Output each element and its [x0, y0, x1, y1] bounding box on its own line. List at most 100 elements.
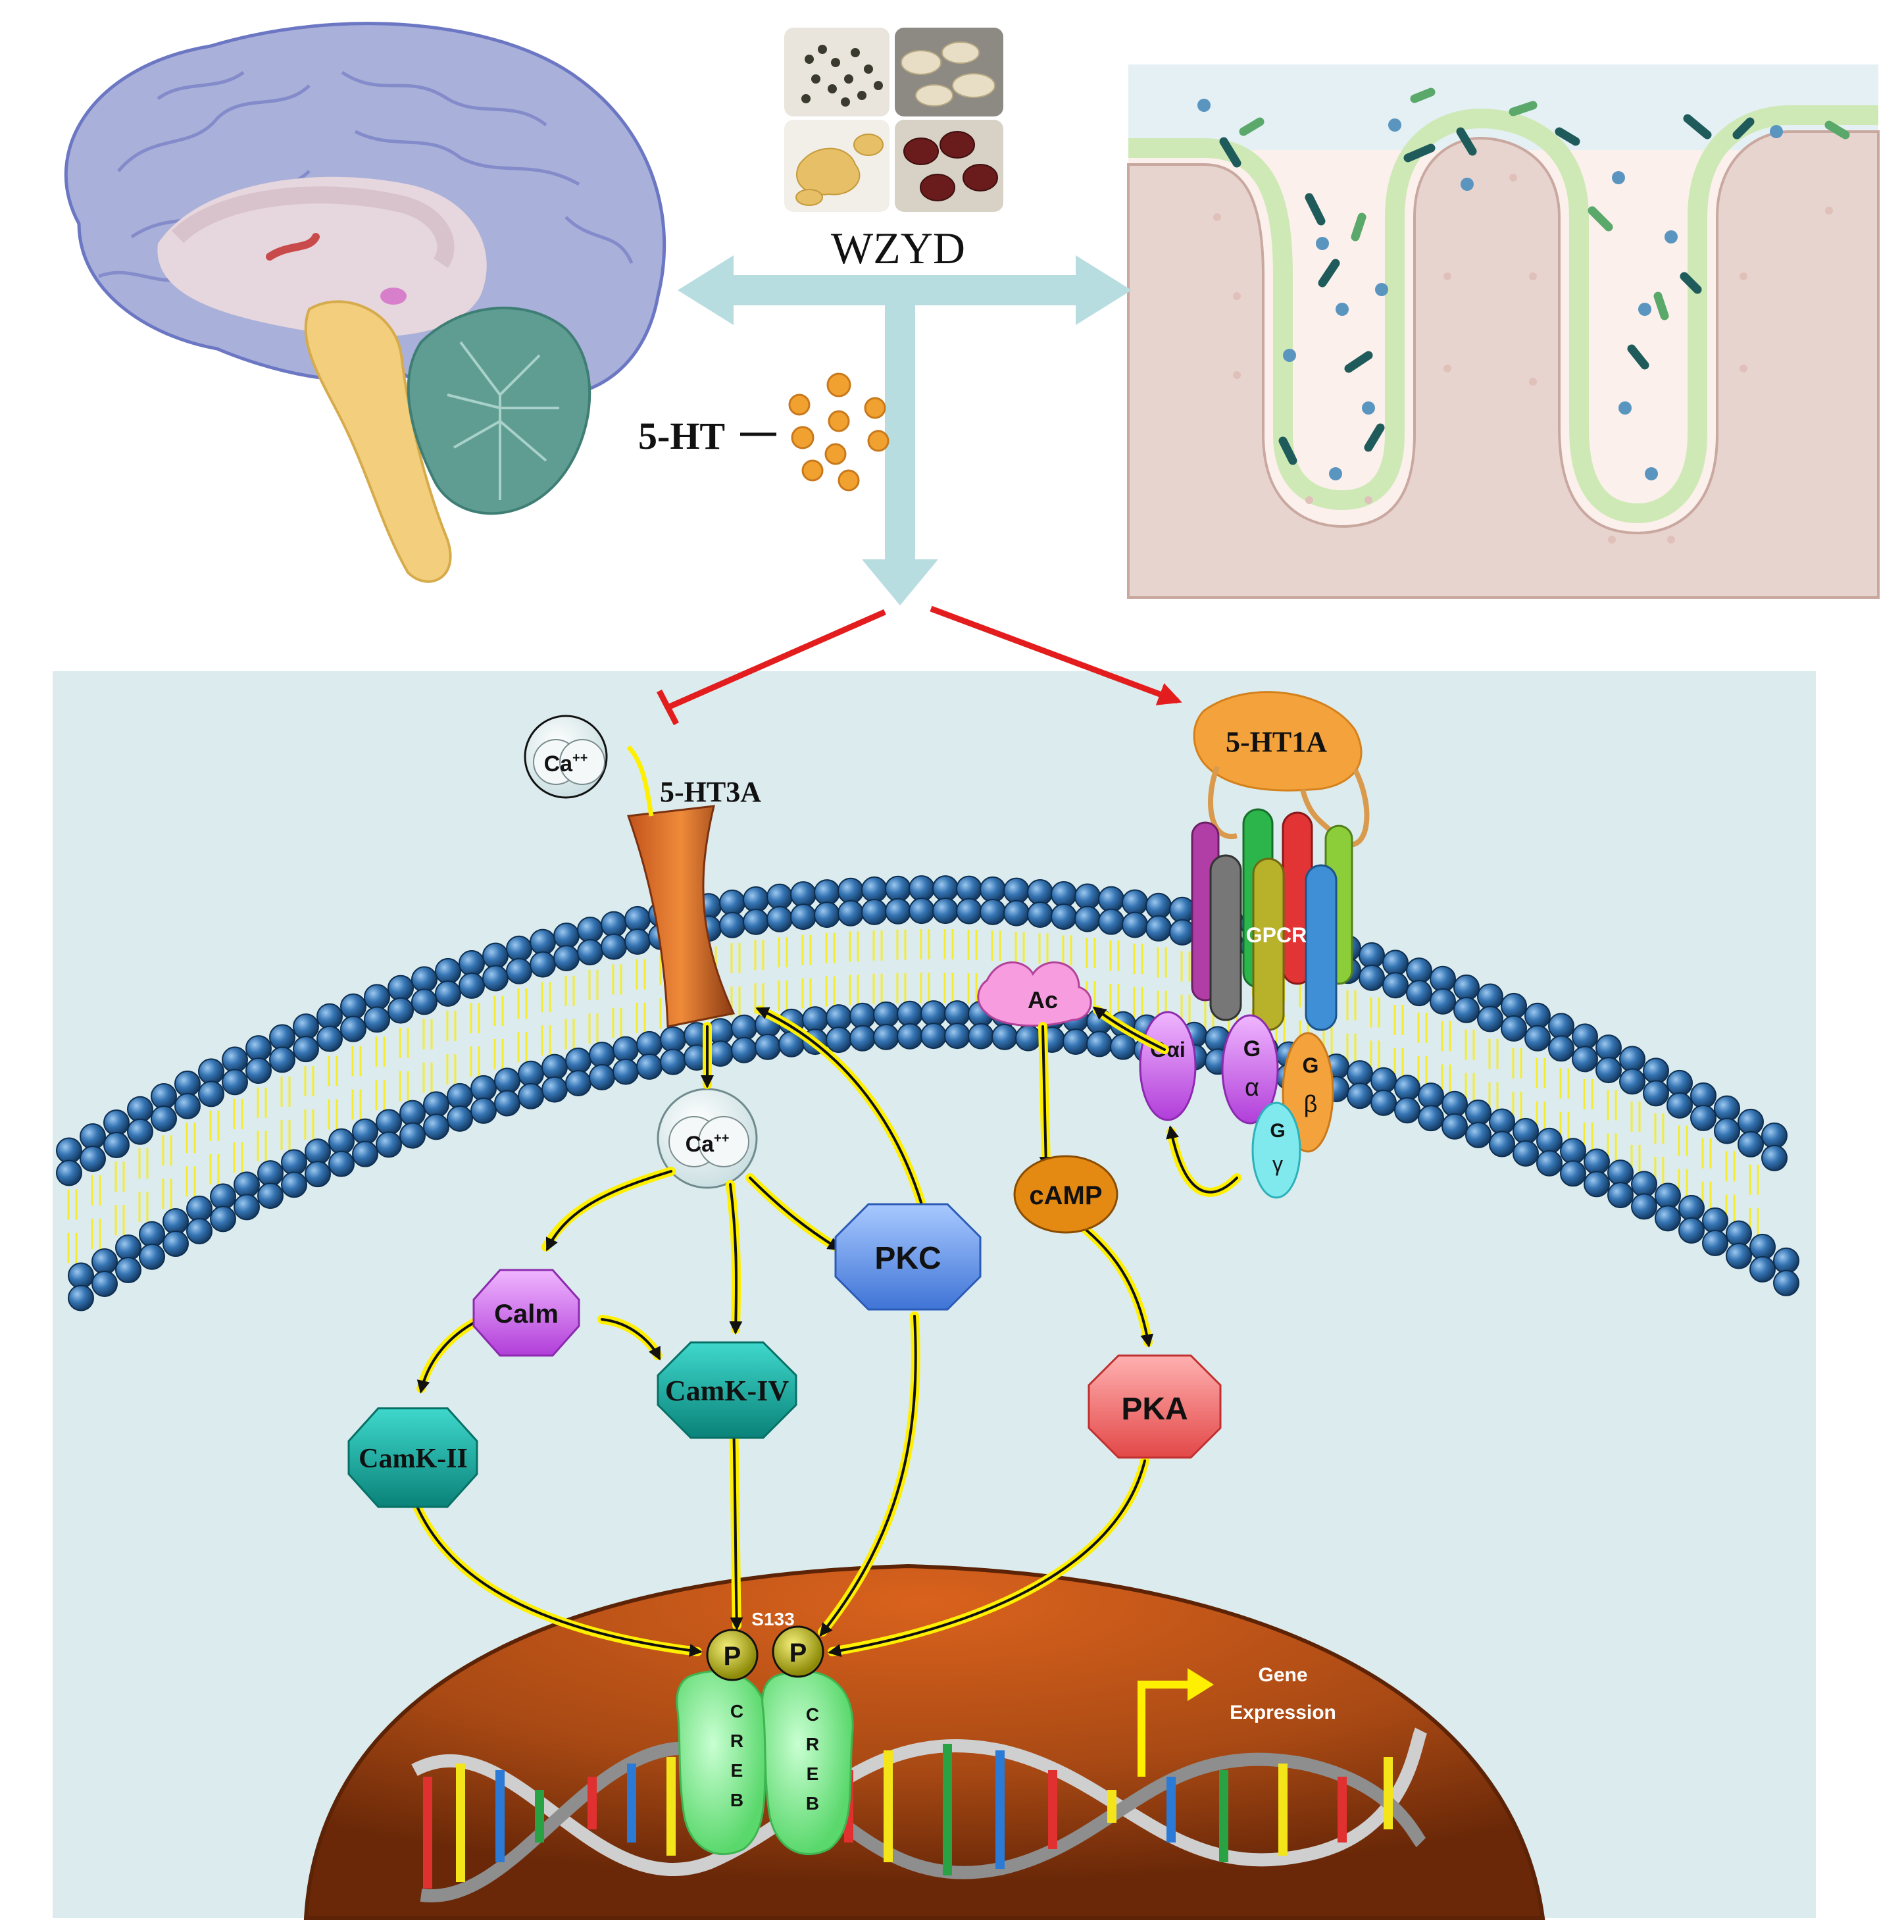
phospholipid-head — [1572, 1023, 1598, 1050]
creb-right-c: C — [806, 1704, 819, 1725]
phospholipid-head — [459, 972, 485, 999]
phospholipid-head — [1027, 901, 1053, 928]
phospholipid-head — [1678, 1217, 1705, 1244]
phospholipid-head — [399, 1100, 426, 1127]
camp-label: cAMP — [1029, 1181, 1102, 1210]
phospholipid-head — [1477, 983, 1503, 1010]
phospholipid-head — [1465, 1121, 1491, 1148]
phospholipid-head — [364, 984, 390, 1011]
phospholipid-head — [234, 1171, 260, 1198]
phospholipid-head — [826, 1027, 852, 1054]
phospholipid-head — [1631, 1171, 1657, 1198]
phospholipid-head — [932, 898, 959, 925]
phospholipid-head — [482, 942, 509, 969]
phospholipid-head — [518, 1060, 544, 1087]
phospholipid-head — [388, 975, 414, 1002]
phospholipid-head — [352, 1118, 378, 1145]
phospholipid-head — [174, 1070, 201, 1097]
gene-label: Gene — [1258, 1664, 1307, 1686]
phospholipid-head — [897, 1000, 923, 1027]
phospholipid-head — [186, 1217, 213, 1244]
phospholipid-head — [1394, 1075, 1420, 1102]
phospholipid-head — [873, 1001, 899, 1028]
phospholipid-head — [1430, 965, 1456, 992]
dna-helix — [411, 1727, 1428, 1902]
phospholipid-head — [766, 905, 793, 932]
phospholipid-head — [1548, 1035, 1574, 1062]
phospholipid-head — [1619, 1046, 1645, 1073]
phospholipid-head — [1773, 1247, 1799, 1274]
g-alpha-label-g: G — [1243, 1036, 1261, 1061]
phospholipid-head — [731, 1036, 757, 1063]
phospholipid-head — [1761, 1144, 1788, 1171]
phospholipid-head — [613, 1036, 639, 1063]
phospholipid-head — [861, 898, 888, 925]
phospholipid-head — [1738, 1108, 1764, 1135]
camk-ii-label: CamK-II — [359, 1444, 468, 1474]
herb-formula-title: WZYD — [831, 223, 965, 273]
phospholipid-head — [1015, 1025, 1041, 1052]
phospholipid-head — [956, 898, 982, 925]
phospholipid-head — [316, 1003, 343, 1030]
phospholipid-head — [80, 1145, 106, 1172]
phospholipid-head — [541, 1076, 568, 1103]
phospholipid-head — [234, 1194, 260, 1221]
phospholipid-head — [968, 1023, 994, 1050]
phospholipid-head — [506, 957, 532, 984]
phospholipid-head — [1370, 1089, 1397, 1116]
phospholipid-head — [210, 1183, 236, 1210]
pka-label: PKA — [1121, 1392, 1188, 1427]
g-alpha-subunit — [1221, 1014, 1279, 1125]
phospholipid-head — [1027, 878, 1053, 905]
phospholipid-head — [613, 1058, 639, 1085]
phospholipid-head — [589, 1042, 615, 1069]
g-alpha-i-subunit — [1139, 1011, 1197, 1121]
phospholipid-head — [388, 997, 414, 1024]
phospholipid-head — [91, 1248, 118, 1275]
phospholipid-head — [435, 957, 461, 984]
phospholipid-head — [1098, 908, 1124, 935]
phospholipid-head — [1063, 1028, 1089, 1055]
phospholipid-head — [1489, 1108, 1515, 1135]
phospholipid-head — [553, 923, 580, 950]
phospholipid-head — [719, 889, 745, 916]
brain-illustration — [64, 22, 666, 583]
phospholipid-head — [1631, 1193, 1657, 1220]
phospholipid-head — [980, 898, 1006, 925]
phospholipid-head — [518, 1082, 544, 1109]
5ht1a-receptor — [1193, 691, 1363, 792]
phospholipid-head — [447, 1082, 473, 1109]
phospholipid-head — [269, 1046, 295, 1073]
phospholipid-head — [1110, 1033, 1136, 1060]
g-gamma-label-g: G — [1270, 1120, 1285, 1142]
phospholipid-head — [1607, 1159, 1634, 1186]
phospholipid-head — [660, 1048, 686, 1075]
phospholipid-head — [1702, 1229, 1728, 1256]
phospholipid-head — [68, 1284, 94, 1311]
phospholipid-head — [423, 1113, 449, 1140]
phospholipid-head — [1690, 1082, 1716, 1109]
phospholipid-head — [541, 1054, 568, 1080]
phospholipid-head — [873, 1023, 899, 1050]
phospholipid-head — [920, 1000, 947, 1027]
phospholipid-head — [1678, 1194, 1705, 1221]
phospholipid-head — [814, 879, 840, 906]
phospholipid-head — [245, 1035, 272, 1062]
gpcr-label: GPCR — [1246, 923, 1307, 947]
phospholipid-head — [814, 902, 840, 928]
phospholipid-head — [316, 1025, 343, 1052]
phospholipid-head — [1749, 1233, 1776, 1260]
phospho-left — [706, 1629, 759, 1681]
5ht3a-channel — [626, 805, 736, 1028]
g-gamma-subunit — [1251, 1102, 1301, 1199]
creb-left-e: E — [731, 1760, 743, 1781]
phospholipid-head — [411, 988, 438, 1015]
phospholipid-head — [1643, 1080, 1669, 1107]
phospholipid-head — [1714, 1095, 1740, 1122]
phospholipid-head — [1418, 1082, 1444, 1109]
phospholipid-head — [305, 1138, 331, 1165]
phospholipid-head — [1619, 1068, 1645, 1095]
phospholipid-head — [1536, 1127, 1563, 1154]
phospholipid-head — [198, 1058, 224, 1085]
pka-node — [1088, 1354, 1222, 1459]
